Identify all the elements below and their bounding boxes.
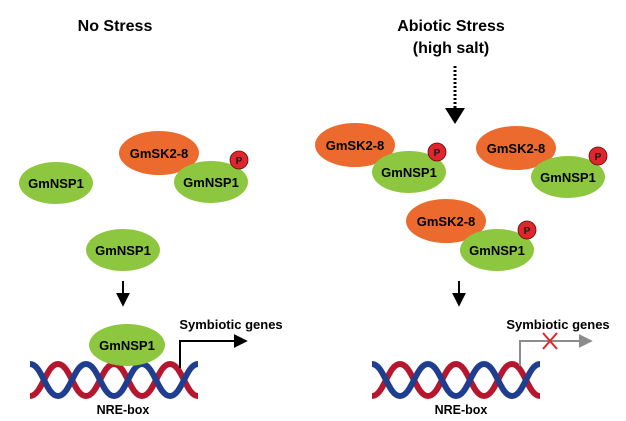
phosphate-icon bbox=[229, 150, 249, 170]
sk2-label: GmSK2-8 bbox=[130, 146, 189, 161]
left-panel: No Stress GmNSP1 GmSK2-8 GmNSP1 P GmNSP1 bbox=[19, 18, 283, 417]
complex-3-sk2-label: GmSK2-8 bbox=[417, 214, 476, 229]
nsp1-free-shape bbox=[19, 162, 93, 204]
nsp1-bound-label: GmNSP1 bbox=[183, 175, 239, 190]
complex-2: GmSK2-8 GmNSP1 P bbox=[476, 126, 608, 198]
nsp1-dna-label: GmNSP1 bbox=[99, 338, 155, 353]
complex-2-sk2-label: GmSK2-8 bbox=[487, 141, 546, 156]
nsp1-free-label: GmNSP1 bbox=[28, 176, 84, 191]
sk2-shape bbox=[476, 126, 556, 170]
sk2-nsp1-complex: GmSK2-8 GmNSP1 P bbox=[119, 131, 249, 203]
sk2-shape bbox=[315, 123, 395, 167]
genes-label: Symbiotic genes bbox=[506, 317, 609, 332]
block-x-icon bbox=[542, 332, 558, 350]
complex-1-nsp1-label: GmNSP1 bbox=[381, 165, 437, 180]
phosphate-icon bbox=[588, 146, 608, 166]
complex-3-nsp1-label: GmNSP1 bbox=[469, 243, 525, 258]
dna-helix-icon bbox=[29, 360, 199, 400]
nsp1-on-dna: GmNSP1 bbox=[89, 324, 165, 366]
nsp1-shape bbox=[531, 156, 605, 198]
transcription-arrow-icon bbox=[179, 334, 248, 368]
genes-label: Symbiotic genes bbox=[179, 317, 282, 332]
nsp1-shape bbox=[460, 229, 534, 271]
complex-2-phosphate-label: P bbox=[595, 152, 602, 163]
stress-arrow-icon bbox=[445, 108, 465, 124]
nre-box-label: NRE-box bbox=[97, 403, 150, 417]
nre-box-label: NRE-box bbox=[435, 403, 488, 417]
complex-3: GmSK2-8 GmNSP1 P bbox=[406, 199, 537, 271]
sk2-shape bbox=[406, 199, 486, 243]
right-panel-title-line1: Abiotic Stress bbox=[397, 18, 505, 35]
complex-1-phosphate-label: P bbox=[434, 148, 441, 159]
right-panel-title-line2: (high salt) bbox=[413, 40, 489, 57]
blocked-transcription-arrow-icon bbox=[519, 334, 593, 366]
nsp1-middle-shape bbox=[86, 229, 160, 271]
complex-2-nsp1-label: GmNSP1 bbox=[540, 170, 596, 185]
nsp1-bound-shape bbox=[174, 161, 248, 203]
dna-helix-icon bbox=[371, 360, 541, 400]
complex-1: GmSK2-8 GmNSP1 P bbox=[315, 123, 447, 193]
sk2-shape bbox=[119, 131, 199, 175]
phosphate-label: P bbox=[236, 156, 243, 167]
left-panel-title: No Stress bbox=[78, 18, 153, 35]
complex-1-sk2-label: GmSK2-8 bbox=[326, 138, 385, 153]
nsp1-shape bbox=[372, 151, 446, 193]
phosphate-icon bbox=[427, 142, 447, 162]
complex-3-phosphate-label: P bbox=[524, 226, 531, 237]
right-panel: Abiotic Stress (high salt) GmSK2-8 GmNSP… bbox=[315, 18, 610, 417]
nsp1-middle-label: GmNSP1 bbox=[95, 243, 151, 258]
nsp1-middle: GmNSP1 bbox=[86, 229, 160, 271]
nsp1-free: GmNSP1 bbox=[19, 162, 93, 204]
nsp1-dna-shape bbox=[89, 324, 165, 366]
phosphate-icon bbox=[517, 220, 537, 240]
